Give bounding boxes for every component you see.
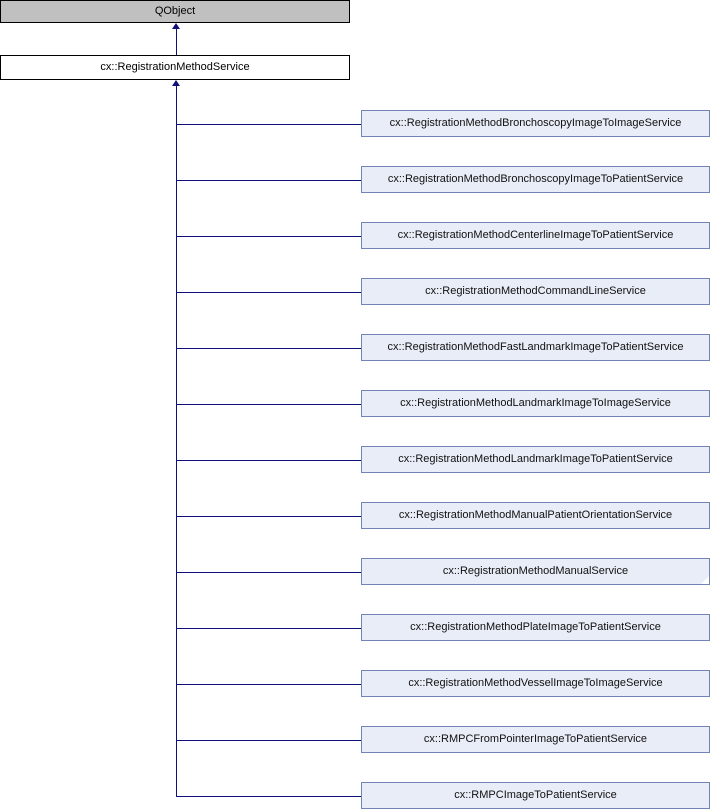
edge-branch-2: [176, 236, 361, 237]
class-node-derived[interactable]: cx::RegistrationMethodCommandLineService: [361, 278, 710, 305]
edge-branch-3: [176, 292, 361, 293]
arrowhead-to-qobject: [172, 23, 180, 29]
class-node-label: cx::RegistrationMethodService: [100, 61, 250, 73]
class-node-label: cx::RMPCImageToPatientService: [454, 789, 617, 801]
edge-branch-7: [176, 516, 361, 517]
class-node-label: cx::RegistrationMethodPlateImageToPatien…: [410, 621, 661, 633]
class-node-registration-method-service[interactable]: cx::RegistrationMethodService: [0, 55, 350, 80]
edge-branch-9: [176, 628, 361, 629]
class-node-derived[interactable]: cx::RegistrationMethodBronchoscopyImageT…: [361, 110, 710, 137]
class-node-derived[interactable]: cx::RMPCImageToPatientService: [361, 782, 710, 809]
edge-root-to-base: [176, 29, 177, 55]
class-node-label: cx::RMPCFromPointerImageToPatientService: [423, 733, 648, 745]
edge-branch-6: [176, 460, 361, 461]
class-node-derived[interactable]: cx::RegistrationMethodBronchoscopyImageT…: [361, 166, 710, 193]
class-node-label: cx::RegistrationMethodFastLandmarkImageT…: [387, 341, 684, 353]
class-node-derived[interactable]: cx::RMPCFromPointerImageToPatientService: [361, 726, 710, 753]
class-node-label: cx::RegistrationMethodLandmarkImageToIma…: [400, 397, 671, 409]
edge-branch-8: [176, 572, 361, 573]
class-node-derived[interactable]: cx::RegistrationMethodFastLandmarkImageT…: [361, 334, 710, 361]
class-node-derived[interactable]: cx::RegistrationMethodManualService: [361, 558, 710, 585]
arrowhead-to-base: [172, 80, 180, 86]
class-node-label: QObject: [154, 5, 196, 17]
class-node-derived[interactable]: cx::RegistrationMethodCenterlineImageToP…: [361, 222, 710, 249]
class-node-label: cx::RegistrationMethodBronchoscopyImageT…: [389, 117, 682, 129]
class-node-derived[interactable]: cx::RegistrationMethodLandmarkImageToPat…: [361, 446, 710, 473]
class-node-label: cx::RegistrationMethodManualService: [442, 565, 629, 577]
class-node-derived[interactable]: cx::RegistrationMethodVesselImageToImage…: [361, 670, 710, 697]
class-node-qobject[interactable]: QObject: [0, 0, 350, 23]
edge-branch-5: [176, 404, 361, 405]
class-node-derived[interactable]: cx::RegistrationMethodLandmarkImageToIma…: [361, 390, 710, 417]
edge-branch-10: [176, 684, 361, 685]
class-node-label: cx::RegistrationMethodLandmarkImageToPat…: [398, 453, 673, 465]
edge-branch-4: [176, 348, 361, 349]
edge-branch-11: [176, 740, 361, 741]
class-node-label: cx::RegistrationMethodBronchoscopyImageT…: [387, 173, 684, 185]
edge-branch-1: [176, 180, 361, 181]
edge-branch-12: [176, 796, 361, 797]
edge-branch-0: [176, 124, 361, 125]
class-node-label: cx::RegistrationMethodManualPatientOrien…: [398, 509, 673, 521]
edge-base-trunk: [176, 86, 177, 796]
class-node-label: cx::RegistrationMethodVesselImageToImage…: [408, 677, 663, 689]
class-node-derived[interactable]: cx::RegistrationMethodPlateImageToPatien…: [361, 614, 710, 641]
class-node-label: cx::RegistrationMethodCenterlineImageToP…: [397, 229, 674, 241]
class-node-derived[interactable]: cx::RegistrationMethodManualPatientOrien…: [361, 502, 710, 529]
class-node-label: cx::RegistrationMethodCommandLineService: [425, 285, 646, 297]
